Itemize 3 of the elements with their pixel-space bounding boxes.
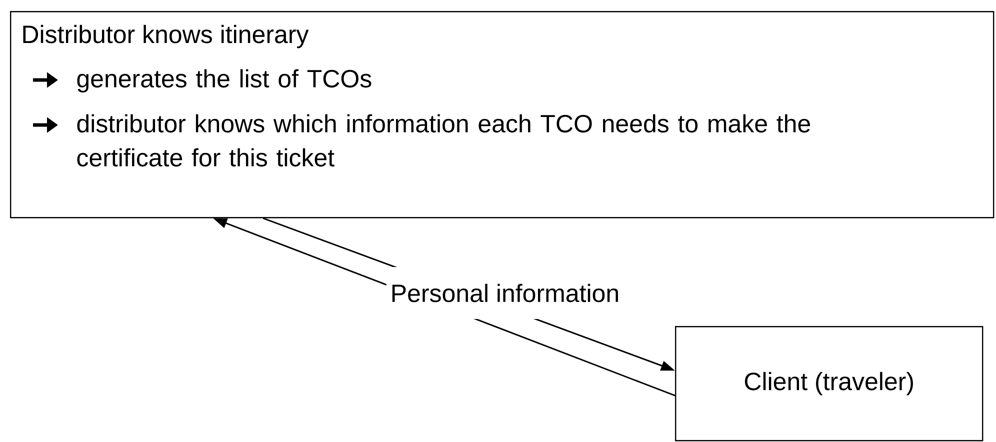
text-box: Distributor knows itinerary generates the list of TCOs distributor knows which information each TCO needs to make the certificate for this ticket	[10, 11, 994, 218]
edge-label: Personal information	[386, 267, 624, 319]
process-box: Client (traveler)	[675, 326, 984, 442]
